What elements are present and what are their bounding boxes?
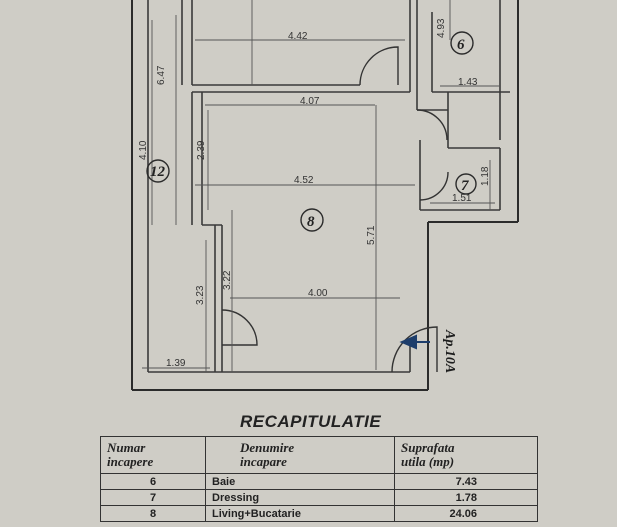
dim-3-23: 3.23 — [195, 285, 206, 305]
header-room-number: Numar incapere — [100, 436, 206, 474]
dim-1-43: 1.43 — [458, 77, 478, 88]
dim-1-18: 1.18 — [480, 166, 491, 186]
dim-4-52: 4.52 — [294, 175, 314, 186]
cell-area: 24.06 — [394, 505, 538, 522]
outer-walls — [131, 0, 519, 391]
cell-room-name: Dressing — [205, 489, 395, 506]
header-area-line2: utila (mp) — [401, 454, 455, 469]
cell-area: 7.43 — [394, 473, 538, 490]
dim-4-10: 4.10 — [138, 140, 149, 160]
table-row: 8 Living+Bucatarie 24.06 — [100, 505, 538, 522]
dim-4-93: 4.93 — [436, 18, 447, 38]
recap-title: RECAPITULATIE — [240, 412, 382, 431]
room-label-7: 7 — [461, 178, 469, 194]
entrance-arrow-icon — [399, 334, 430, 350]
dim-6-47: 6.47 — [156, 65, 167, 85]
header-room-number-line2: incapere — [107, 454, 154, 469]
header-room-name-line2: incapare — [240, 454, 287, 469]
header-room-name: Denumire incapare — [205, 436, 395, 474]
room-label-12: 12 — [150, 164, 166, 180]
dim-1-51: 1.51 — [452, 193, 472, 204]
header-room-number-line1: Numar — [107, 440, 146, 455]
table-row: 6 Baie 7.43 — [100, 473, 538, 490]
room-number-circles — [146, 31, 477, 232]
room-label-8: 8 — [307, 214, 315, 230]
inner-walls — [147, 0, 510, 373]
cell-room-number: 8 — [100, 505, 206, 522]
dim-2-39: 2.39 — [196, 140, 207, 160]
dimension-lines — [142, 0, 500, 372]
dim-4-00: 4.00 — [308, 288, 328, 299]
cell-room-number: 7 — [100, 489, 206, 506]
cell-room-number: 6 — [100, 473, 206, 490]
room-label-6: 6 — [457, 37, 465, 53]
apartment-label: Ap.10A — [442, 329, 457, 373]
dim-5-71: 5.71 — [366, 225, 377, 245]
header-area-line1: Suprafata — [401, 440, 455, 455]
dim-4-42: 4.42 — [288, 31, 308, 42]
cell-room-name: Living+Bucatarie — [205, 505, 395, 522]
dim-4-07: 4.07 — [300, 96, 320, 107]
door-swings — [221, 46, 449, 373]
dim-1-39: 1.39 — [166, 358, 186, 369]
cell-area: 1.78 — [394, 489, 538, 506]
cell-room-name: Baie — [205, 473, 395, 490]
dim-3-22: 3.22 — [222, 270, 233, 290]
floor-plan-drawing: 4.42 6.47 4.93 4.07 1.43 4.10 2.39 4.52 … — [131, 0, 519, 391]
header-room-name-line1: Denumire — [240, 440, 295, 455]
recap-header-row: Numar incapere Denumire incapare Suprafa… — [100, 436, 538, 474]
recap-table: Numar incapere Denumire incapare Suprafa… — [100, 436, 538, 522]
table-row: 7 Dressing 1.78 — [100, 489, 538, 506]
header-area: Suprafata utila (mp) — [394, 436, 538, 474]
